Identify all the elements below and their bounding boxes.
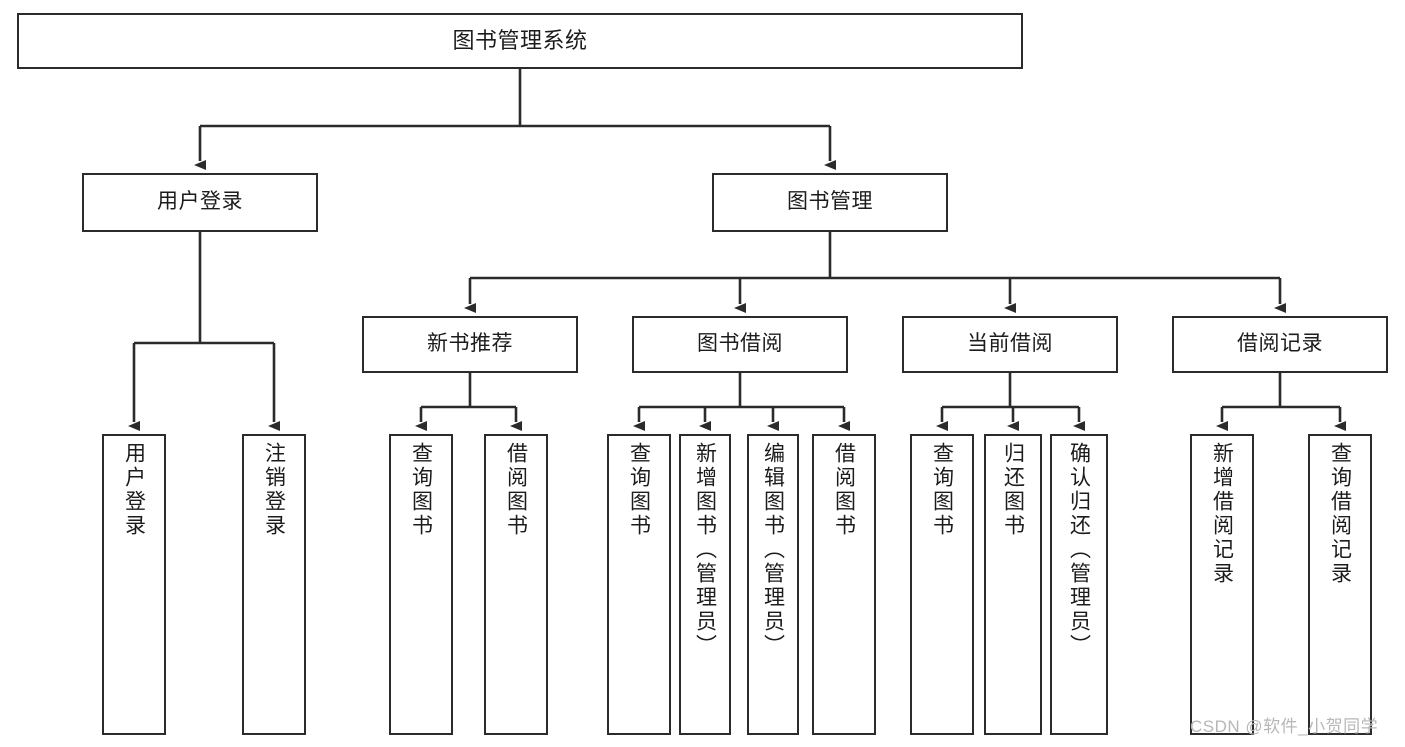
node-leaf-1[interactable]: 注销登录 xyxy=(242,434,306,735)
node-l2-0[interactable]: 新书推荐 xyxy=(362,316,578,373)
node-label: 图书管理 xyxy=(787,190,873,214)
node-root[interactable]: 图书管理系统 xyxy=(17,13,1023,69)
node-l1-1[interactable]: 图书管理 xyxy=(712,173,948,232)
node-l2-3[interactable]: 借阅记录 xyxy=(1172,316,1388,373)
node-leaf-2[interactable]: 查询图书 xyxy=(389,434,453,735)
node-leaf-0[interactable]: 用户登录 xyxy=(102,434,166,735)
node-label: 查询图书 xyxy=(627,442,651,538)
node-leaf-12[interactable]: 查询借阅记录 xyxy=(1308,434,1372,735)
node-label: 借阅图书 xyxy=(504,442,528,538)
node-label: 当前借阅 xyxy=(967,332,1053,356)
node-leaf-6[interactable]: 编辑图书（管理员） xyxy=(747,434,799,735)
node-l1-0[interactable]: 用户登录 xyxy=(82,173,318,232)
node-label: 图书管理系统 xyxy=(452,28,588,54)
node-leaf-5[interactable]: 新增图书（管理员） xyxy=(679,434,731,735)
node-label: 新增图书（管理员） xyxy=(693,442,717,658)
node-leaf-10[interactable]: 确认归还（管理员） xyxy=(1050,434,1108,735)
node-label: 新书推荐 xyxy=(427,332,513,356)
node-label: 借阅图书 xyxy=(832,442,856,538)
watermark: CSDN @软件_小贺同学 xyxy=(1190,717,1379,736)
node-leaf-7[interactable]: 借阅图书 xyxy=(812,434,876,735)
node-leaf-3[interactable]: 借阅图书 xyxy=(484,434,548,735)
node-label: 查询图书 xyxy=(409,442,433,538)
node-label: 新增借阅记录 xyxy=(1210,442,1234,586)
node-label: 用户登录 xyxy=(122,442,146,538)
node-label: 借阅记录 xyxy=(1237,332,1323,356)
node-leaf-9[interactable]: 归还图书 xyxy=(984,434,1042,735)
node-label: 查询图书 xyxy=(930,442,954,538)
node-label: 图书借阅 xyxy=(697,332,783,356)
node-label: 编辑图书（管理员） xyxy=(761,442,785,658)
node-label: 归还图书 xyxy=(1001,442,1025,538)
node-label: 用户登录 xyxy=(157,190,243,214)
node-label: 确认归还（管理员） xyxy=(1067,442,1091,658)
node-l2-2[interactable]: 当前借阅 xyxy=(902,316,1118,373)
node-leaf-11[interactable]: 新增借阅记录 xyxy=(1190,434,1254,735)
node-l2-1[interactable]: 图书借阅 xyxy=(632,316,848,373)
node-leaf-4[interactable]: 查询图书 xyxy=(607,434,671,735)
node-label: 查询借阅记录 xyxy=(1328,442,1352,586)
node-label: 注销登录 xyxy=(262,442,286,538)
node-leaf-8[interactable]: 查询图书 xyxy=(910,434,974,735)
